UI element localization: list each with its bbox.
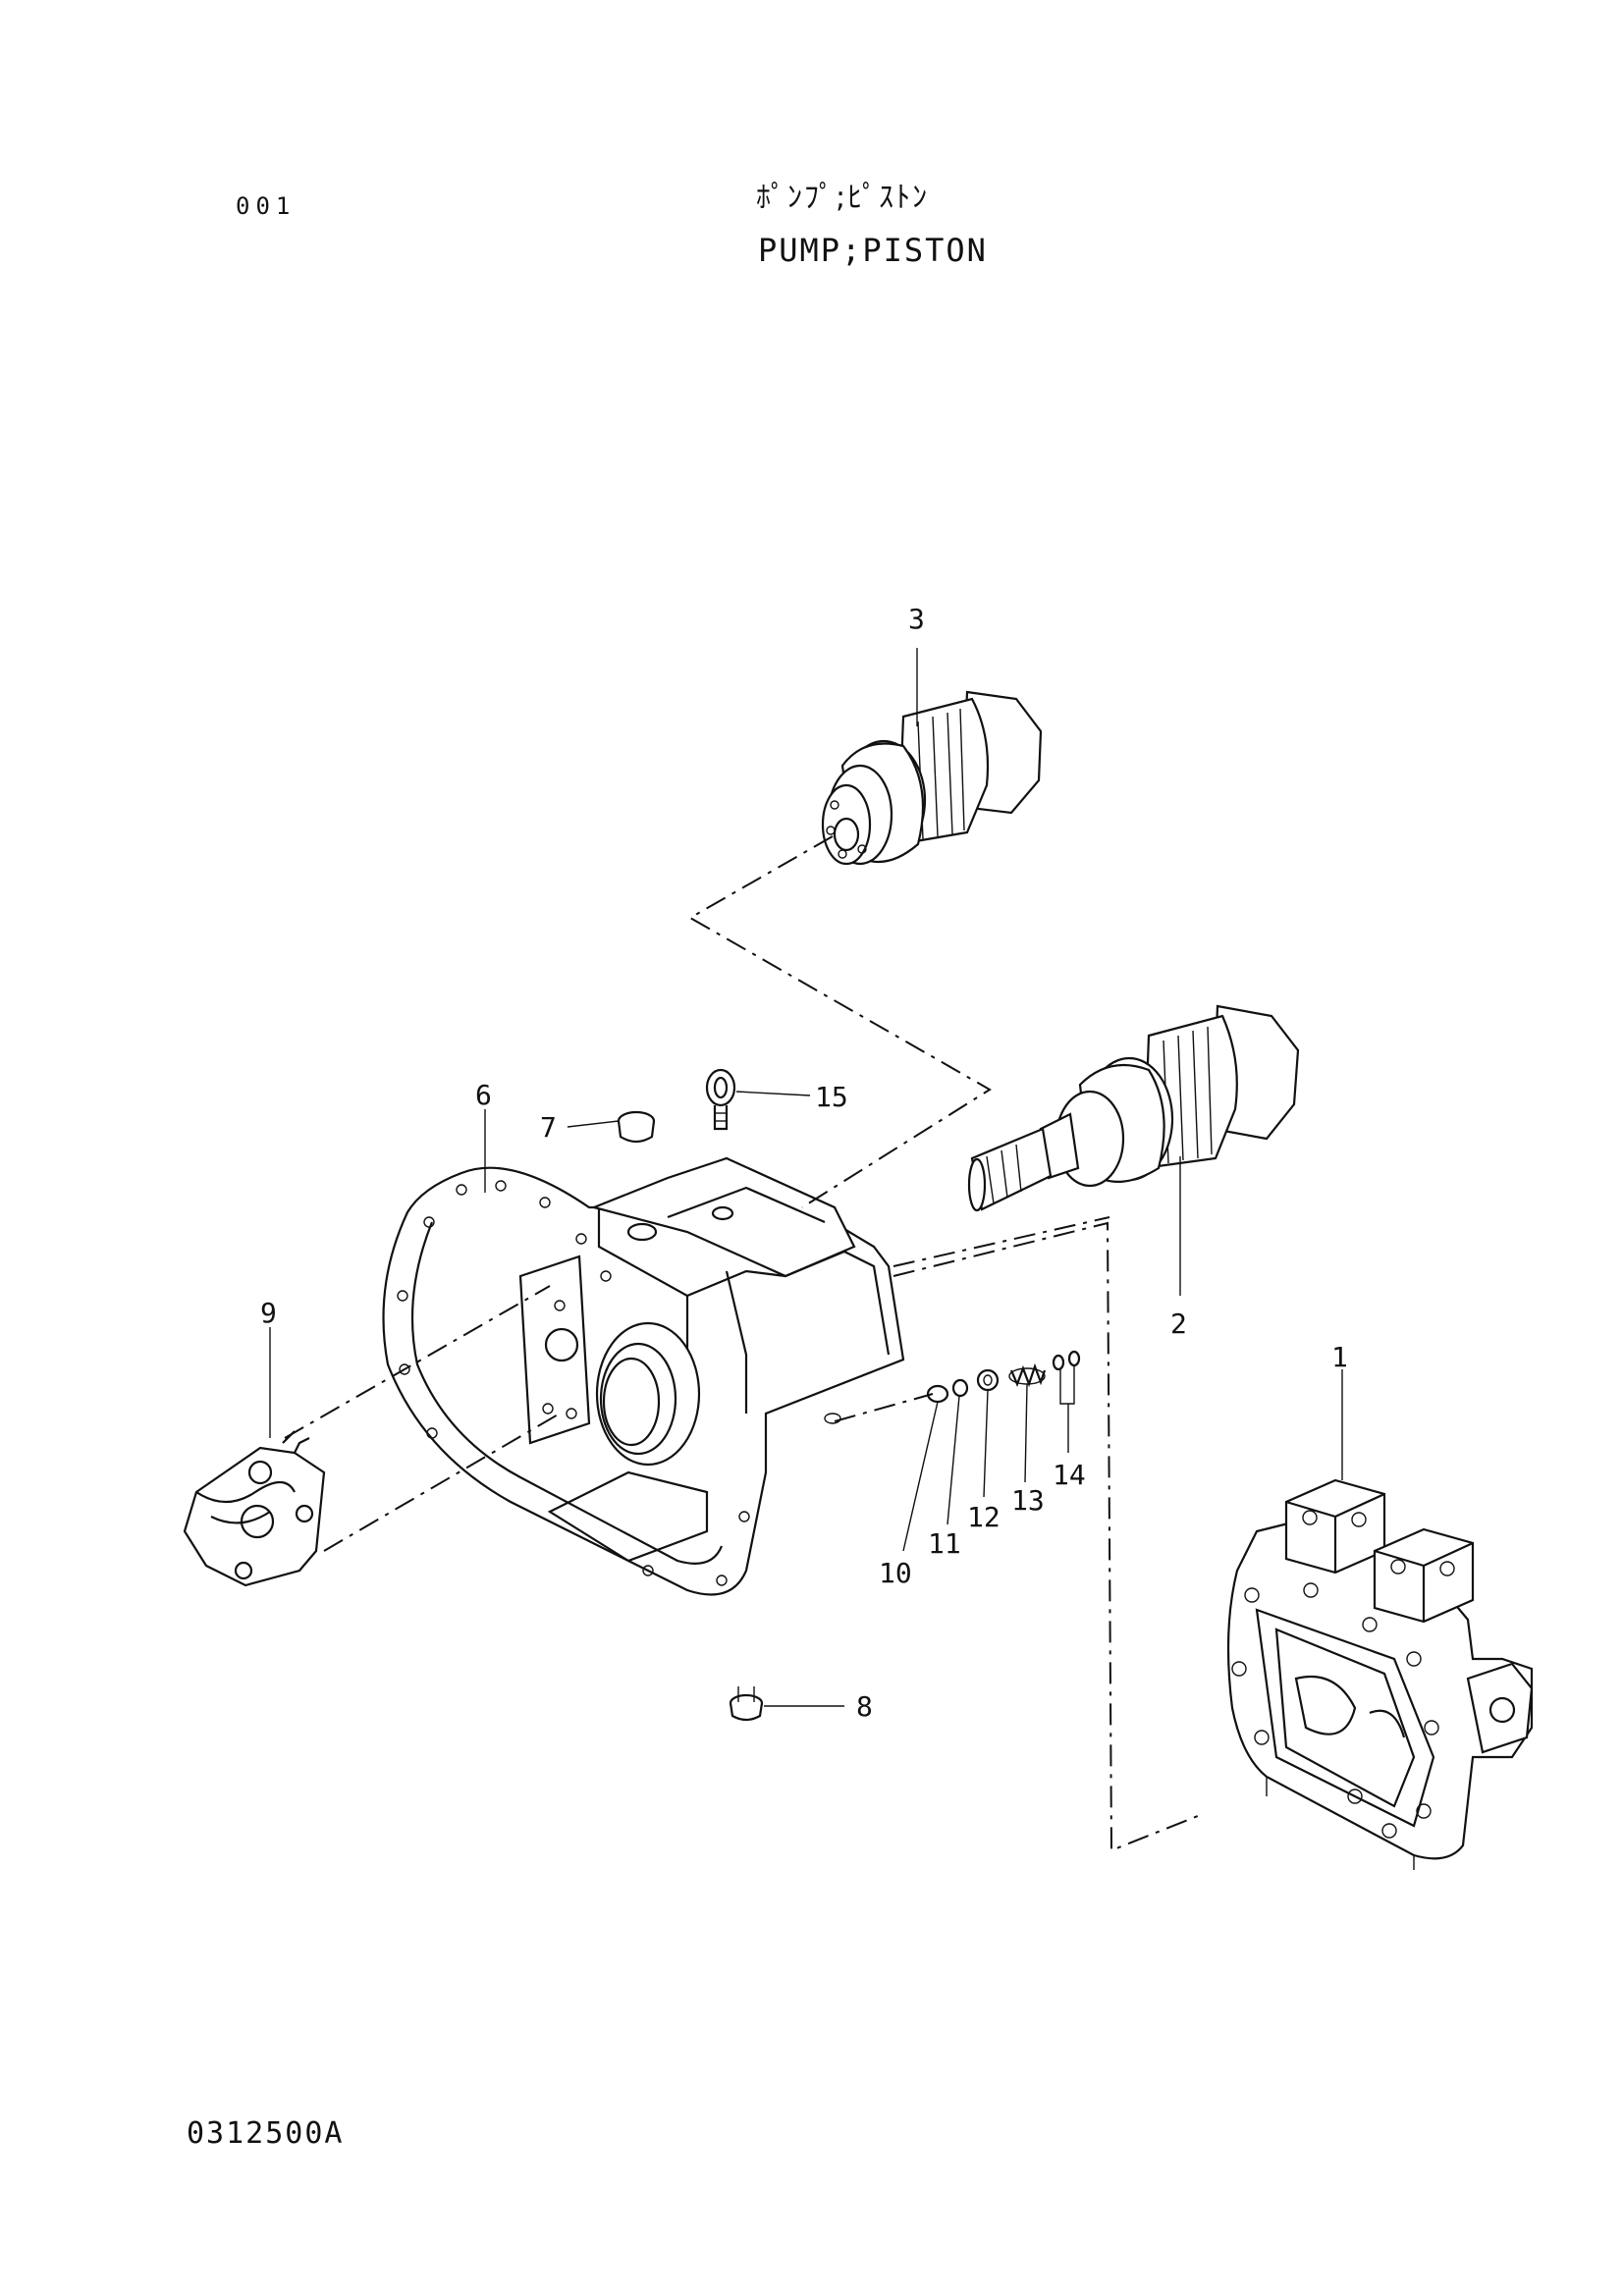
part-9-gear-pump[interactable]	[183, 1430, 326, 1587]
callout-1: 1	[1331, 1341, 1348, 1373]
page-title-japanese: ﾎﾟﾝﾌﾟ;ﾋﾟｽﾄﾝ	[756, 181, 930, 215]
part-12-seat[interactable]	[976, 1368, 1000, 1392]
part-14-o-ring[interactable]	[1052, 1350, 1081, 1371]
page-number: 001	[236, 192, 297, 220]
callout-11: 11	[928, 1527, 961, 1560]
part-7-plug[interactable]	[617, 1110, 656, 1144]
callout-2: 2	[1170, 1308, 1187, 1340]
callout-10: 10	[879, 1557, 912, 1589]
callout-9: 9	[260, 1297, 277, 1329]
callout-6: 6	[475, 1079, 492, 1111]
callout-14: 14	[1053, 1459, 1086, 1491]
leader-lines	[269, 648, 1343, 1707]
callout-labels: 3 2 1 6 7 15 8 9 10 11 12 13 14	[260, 603, 1348, 1723]
part-2-cylinder-assembly[interactable]	[967, 1004, 1300, 1212]
part-13-spring[interactable]	[1008, 1362, 1047, 1388]
callout-12: 12	[967, 1501, 1001, 1533]
page-title: PUMP;PISTON	[758, 232, 988, 269]
callout-3: 3	[908, 603, 925, 635]
part-1-pump-assembly[interactable]	[1226, 1478, 1534, 1870]
part-8-drain-plug[interactable]	[729, 1686, 764, 1722]
drawing-number: 0312500A	[187, 2116, 345, 2151]
part-6-pump-housing[interactable]	[382, 1156, 905, 1596]
callout-15: 15	[815, 1081, 848, 1113]
part-3-cylinder-assembly[interactable]	[821, 690, 1043, 866]
callout-8: 8	[856, 1690, 873, 1723]
callout-13: 13	[1011, 1484, 1045, 1517]
assembly-lines	[284, 835, 1199, 1852]
part-11-seal[interactable]	[951, 1378, 969, 1398]
part-15-eye-bolt[interactable]	[705, 1068, 736, 1131]
callout-7: 7	[540, 1111, 557, 1144]
